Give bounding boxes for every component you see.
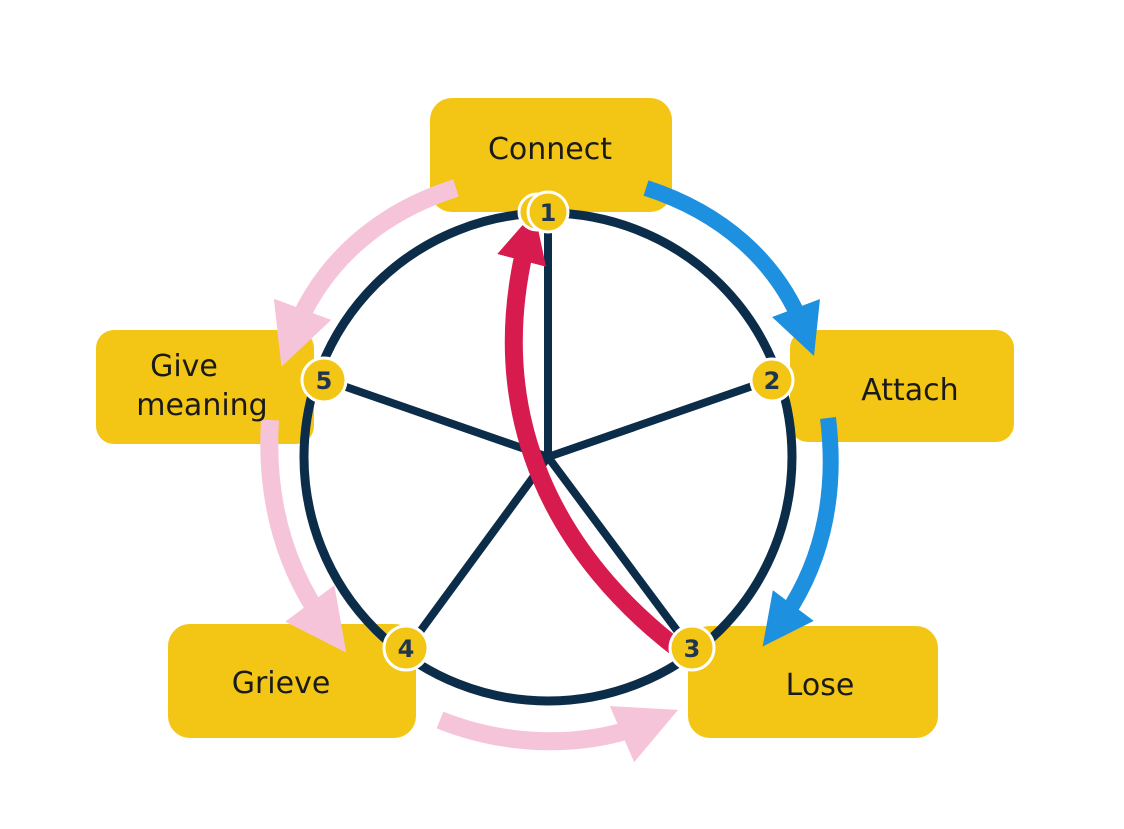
attach-box — [790, 330, 1014, 442]
give-meaning-to-connect-arrow — [273, 179, 459, 367]
svg-text:1: 1 — [540, 199, 557, 227]
spoke-5 — [322, 376, 552, 461]
svg-text:2: 2 — [764, 367, 781, 395]
connect-label: Connect — [488, 132, 612, 167]
svg-text:4: 4 — [398, 635, 415, 663]
grieve-label: Grieve — [232, 666, 331, 701]
grieve-box — [168, 624, 416, 738]
spoke-3 — [544, 453, 694, 652]
node-1: 1 — [517, 190, 570, 234]
spoke-2 — [544, 376, 774, 461]
spoke-4 — [404, 453, 552, 652]
node-3: 3 — [668, 624, 716, 672]
give-meaning-label-line2: meaning — [136, 388, 267, 423]
grieve-to-give-meaning-arrow — [260, 419, 347, 653]
attach-label: Attach — [861, 373, 958, 408]
lose-label: Lose — [786, 668, 855, 703]
connect-box — [430, 98, 672, 212]
give-meaning-box — [96, 330, 314, 444]
node-4: 4 — [382, 624, 430, 672]
svg-text:3: 3 — [684, 635, 701, 663]
spokes — [322, 209, 774, 652]
attach-to-lose-arrow — [762, 417, 839, 647]
svg-text:5: 5 — [316, 367, 333, 395]
lose-to-connect-arrow — [497, 211, 688, 660]
lose-to-grieve-arrow-pink — [436, 706, 679, 763]
connect-to-attach-arrow — [643, 180, 820, 356]
node-5: 5 — [300, 356, 348, 404]
give-meaning-label-line1: Give — [150, 349, 218, 384]
lose-box — [688, 626, 938, 738]
node-2: 2 — [749, 357, 795, 403]
